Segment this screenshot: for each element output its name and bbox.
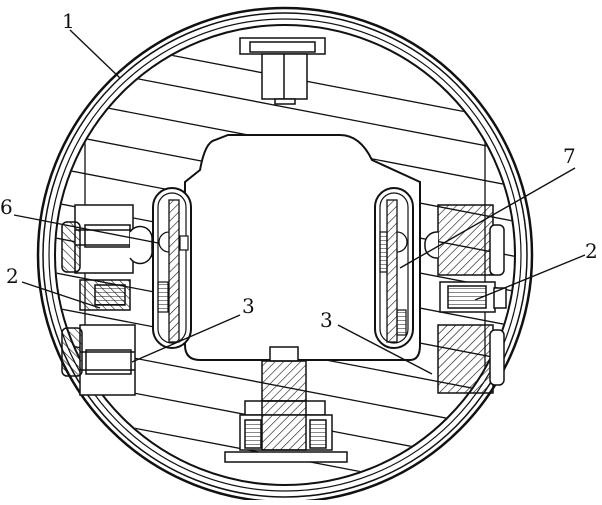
leader-line-3-right [337,324,433,375]
right-lower-roller [437,324,505,394]
leader-lines [13,29,586,375]
label-6: 6 [0,195,13,219]
top-mount [239,37,326,105]
label-2-right: 2 [585,239,598,263]
label-3-left: 3 [242,294,255,318]
leader-line-2-right [474,254,586,301]
left-upper-roller [61,204,153,274]
central-body [184,134,421,361]
left-middle-spring [79,279,131,311]
leader-line-7 [399,167,576,269]
label-7: 7 [563,144,576,168]
label-3-right: 3 [320,308,333,332]
bottom-support [224,346,348,463]
right-clamp-slot [374,187,414,349]
leader-line-2-left [21,281,101,309]
leader-line-1 [69,29,121,79]
leader-line-6 [13,214,159,244]
label-1: 1 [62,9,75,33]
label-2-left: 2 [6,264,19,288]
left-lower-roller [61,324,136,396]
left-clamp-slot [152,187,192,349]
right-upper-roller [424,204,505,276]
right-middle-spring [439,281,507,313]
leader-line-3-left [131,314,241,363]
